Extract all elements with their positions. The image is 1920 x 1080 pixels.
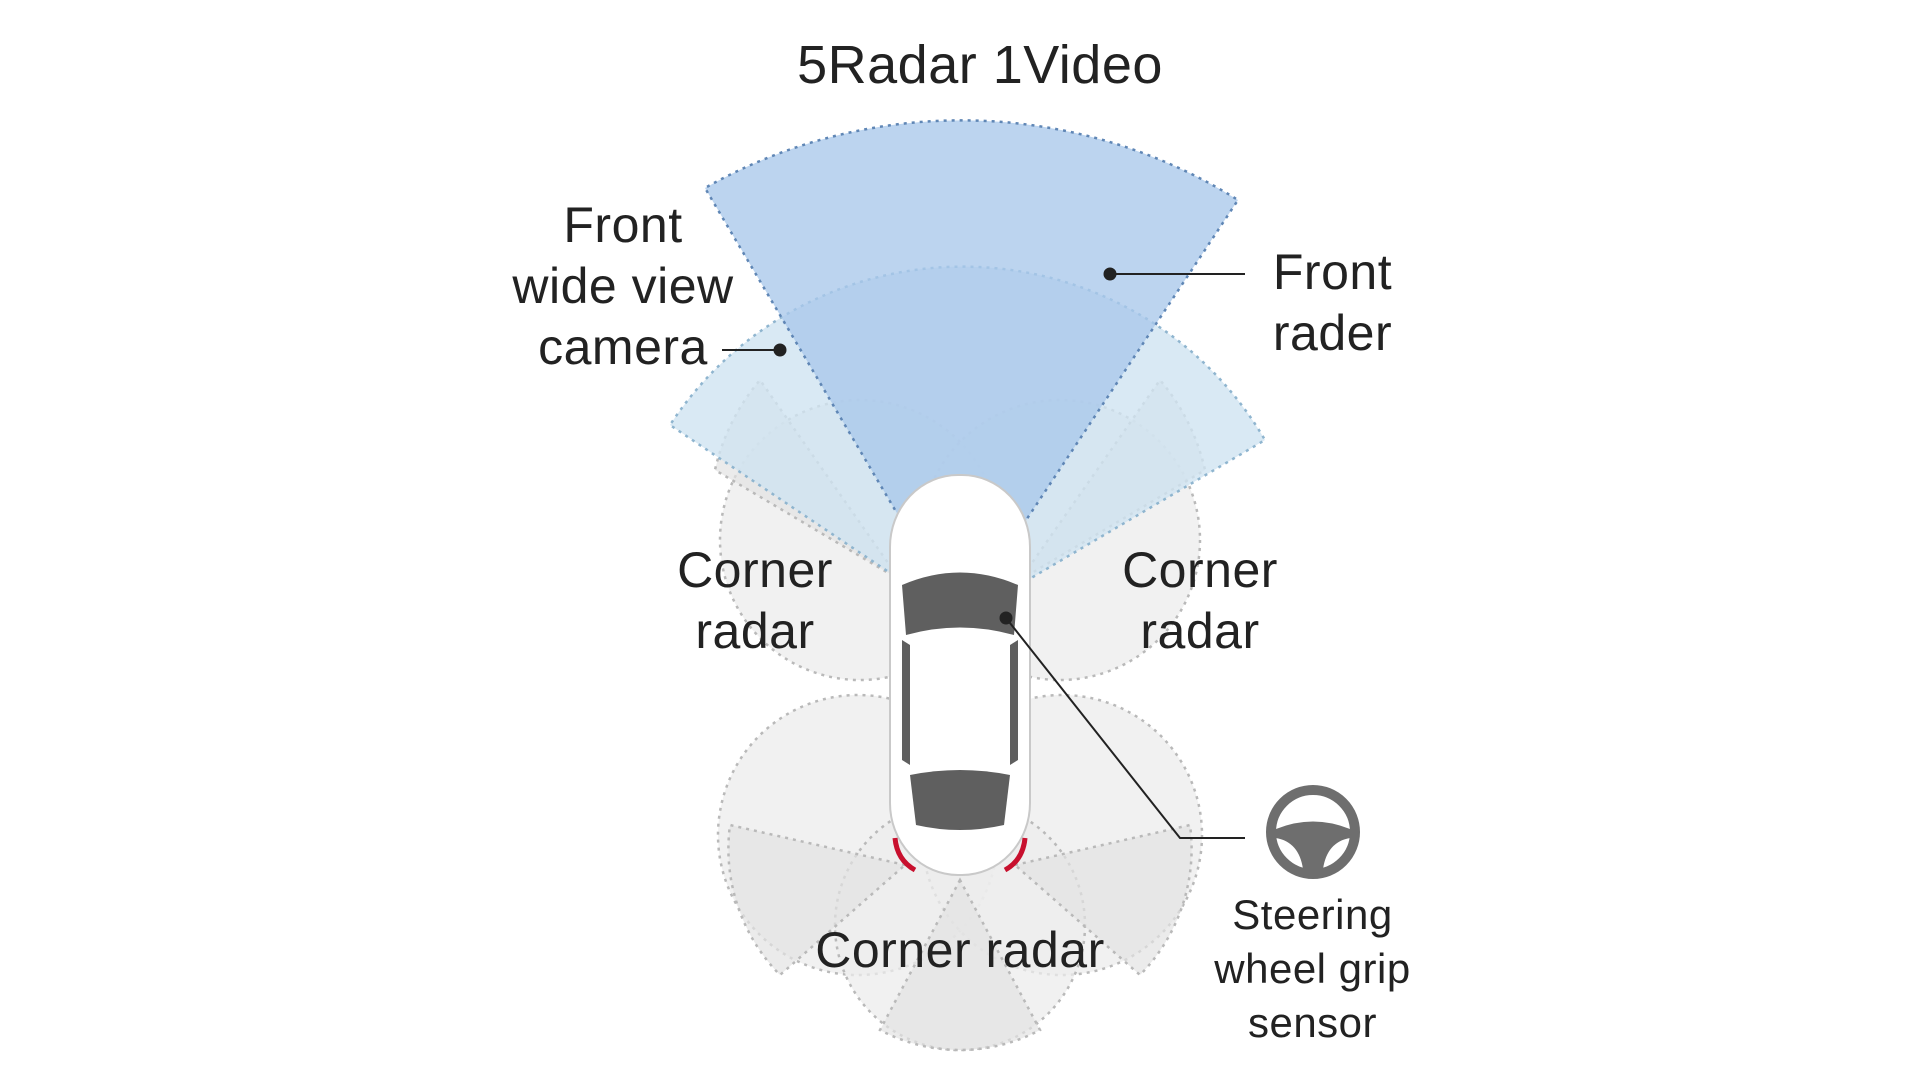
car-right-tail-light [1003,837,1028,873]
car-windshield [902,572,1018,635]
front-radar-label-line-1: Front [1272,244,1393,300]
steering-wheel-icon [1266,785,1360,879]
front-radar-callout-dot [1103,267,1117,281]
corner-radar-right-label-line-1: Corner [1122,542,1278,598]
corner-radar-left-label: Corner radar [655,540,855,662]
corner-radar-left-label-line-1: Corner [677,542,833,598]
steering-wheel-hub [1276,821,1350,869]
corner-radar-rear-label: Corner radar [815,922,1105,978]
car-left-window [902,640,910,765]
car-roof [910,640,1010,770]
front-camera-label-line-1: Front [563,197,683,253]
diagram-title: 5Radar 1Video [797,35,1163,95]
front-radar-label-line-2: rader [1272,305,1393,361]
steering-sensor-callout-dot [999,611,1013,625]
car-top-view [889,474,1031,876]
steering-sensor-label-line-3: sensor [1247,999,1378,1046]
front-camera-label-line-3: camera [538,319,708,375]
steering-sensor-label: Steering wheel grip sensor [1190,888,1435,1050]
front-radar-label: Front rader [1245,242,1420,364]
steering-sensor-label-line-1: Steering [1232,891,1393,938]
corner-radar-left-label-line-2: radar [695,603,815,659]
callouts [722,267,1245,839]
front-camera-label-line-2: wide view [512,258,734,314]
front-radar-coverage [703,119,1240,623]
corner-radar-right-label: Corner radar [1100,540,1300,662]
steering-wheel-rim [1266,785,1360,879]
camera-callout-dot [773,343,787,357]
car-left-tail-light [892,837,917,873]
rear-center-radar-sector [878,877,1042,1052]
car-right-window [1010,640,1018,765]
front-camera-label: Front wide view camera [488,195,758,378]
steering-sensor-callout-line [1005,617,1245,839]
car-rear-window [910,770,1010,830]
corner-radar-right-label-line-2: radar [1140,603,1260,659]
rear-left-radar-sector [727,823,908,977]
steering-sensor-label-line-2: wheel grip [1214,945,1411,992]
